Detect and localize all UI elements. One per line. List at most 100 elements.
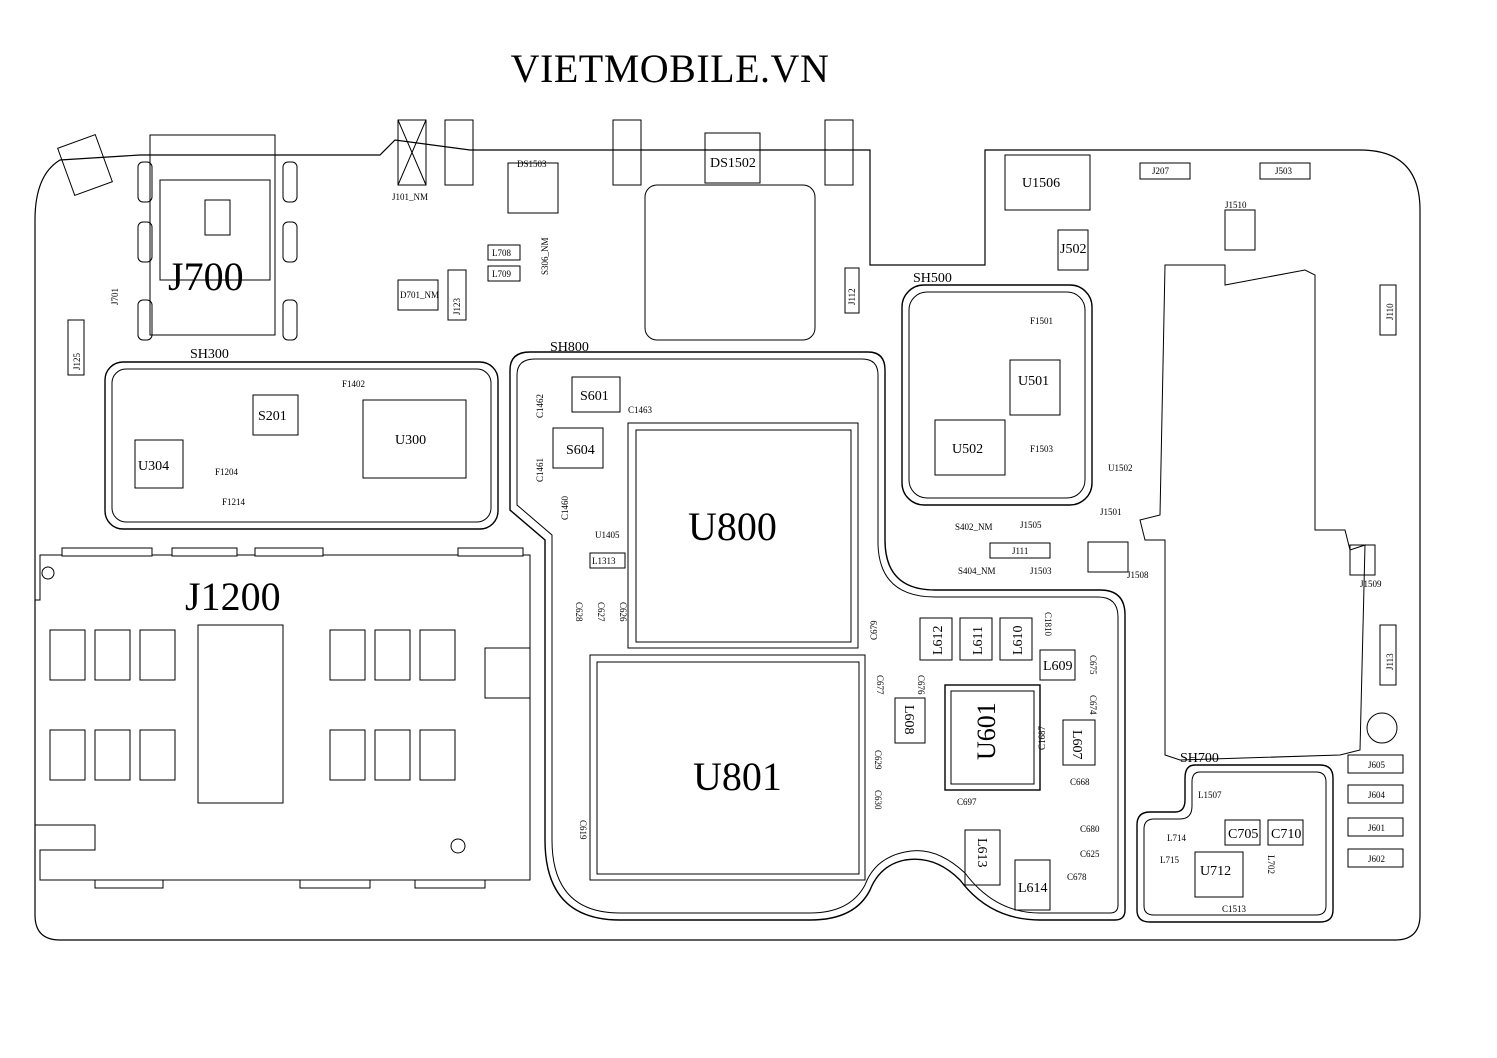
j602-label: J602	[1368, 854, 1385, 864]
u601-chip-inner	[950, 690, 1035, 785]
sh800-label: SH800	[550, 340, 589, 355]
j700-jack	[57, 134, 298, 341]
j207-label: J207	[1152, 166, 1170, 176]
j1200-tray	[34, 554, 531, 881]
c697-label: C697	[957, 797, 977, 807]
u800-chip-inner	[635, 429, 852, 643]
c627-label: C627	[596, 602, 606, 622]
s601-chip	[571, 376, 621, 413]
c679-label: C679	[869, 620, 879, 640]
c619-label: C619	[578, 820, 588, 840]
sh700-label: SH700	[1180, 751, 1219, 766]
c668-label: C668	[1070, 777, 1090, 787]
l610-label: L610	[1011, 625, 1026, 655]
f1503-label: F1503	[1030, 444, 1054, 454]
l708-label: L708	[492, 248, 511, 258]
l714-label: L714	[1167, 833, 1186, 843]
c710-label: C710	[1271, 827, 1301, 842]
j1200-contacts	[41, 566, 531, 854]
u712-chip	[1194, 851, 1244, 898]
l715-label: L715	[1160, 855, 1179, 865]
l708-pad	[487, 244, 521, 261]
c674-label: C674	[1088, 695, 1098, 715]
sh800-shield-outer	[509, 351, 1126, 921]
l1313-pad	[589, 552, 626, 569]
j111-pad	[989, 542, 1051, 559]
j110-label: J110	[1385, 303, 1395, 320]
u801-label: U801	[693, 754, 782, 799]
d701-pad	[397, 279, 439, 311]
sh700-shield-inner	[1143, 771, 1327, 916]
l607-label: L607	[1069, 730, 1084, 760]
page-title: VIETMOBILE.VN	[511, 46, 830, 91]
s201-chip	[252, 394, 299, 436]
u801-chip-outer	[589, 654, 866, 881]
top-connectors	[397, 119, 1091, 341]
c630-label: C630	[873, 790, 883, 810]
c677-label: C677	[875, 675, 885, 695]
board-cutout	[1139, 264, 1366, 761]
c675-label: C675	[1088, 655, 1098, 675]
l612-label: L612	[931, 625, 946, 655]
ds1503-label: DS1503	[517, 159, 547, 169]
j101-label: J101_NM	[392, 192, 428, 202]
c626-label: C626	[618, 602, 628, 622]
s404-label: S404_NM	[958, 566, 996, 576]
j503-label: J503	[1275, 166, 1293, 176]
s201-label: S201	[258, 409, 287, 424]
d701-label: D701_NM	[400, 290, 439, 300]
s601-label: S601	[580, 389, 609, 404]
u304-chip	[134, 439, 184, 489]
u800-label: U800	[688, 504, 777, 549]
l609-label: L609	[1043, 659, 1073, 674]
j605-label: J605	[1368, 760, 1386, 770]
j700-label: J700	[168, 254, 244, 299]
j112-label: J112	[847, 288, 857, 305]
u501-label: U501	[1018, 374, 1049, 389]
j113-label: J113	[1385, 653, 1395, 670]
ds1502-label: DS1502	[710, 156, 756, 171]
s604-chip	[552, 427, 604, 469]
inductor-pads	[894, 617, 1096, 911]
f1402-label: F1402	[342, 379, 365, 389]
u801-chip-inner	[596, 661, 860, 875]
l1313-label: L1313	[592, 556, 616, 566]
c680-label: C680	[1080, 824, 1100, 834]
s306-label: S306_NM	[540, 237, 550, 275]
c1687-label: C1687	[1037, 725, 1047, 750]
j123-label: J123	[452, 297, 462, 315]
u300-chip	[362, 399, 467, 479]
f1214-label: F1214	[222, 497, 246, 507]
c628-label: C628	[574, 602, 584, 622]
c678-label: C678	[1067, 872, 1087, 882]
l608-label: L608	[901, 705, 916, 735]
l611-label: L611	[971, 626, 986, 655]
c1462-label: C1462	[535, 394, 545, 418]
l709-pad	[487, 265, 521, 282]
u1405-label: U1405	[595, 530, 620, 540]
l702-label: L702	[1266, 855, 1276, 874]
j1508-label: J1508	[1127, 570, 1149, 580]
sh500-label: SH500	[913, 271, 952, 286]
sh300-shield-inner	[111, 368, 492, 523]
sh700-shield-outer	[1136, 764, 1334, 923]
f1204-label: F1204	[215, 467, 239, 477]
c625-label: C625	[1080, 849, 1100, 859]
u800-chip-outer	[627, 422, 859, 649]
sh300-label: SH300	[190, 347, 229, 362]
j604-label: J604	[1368, 790, 1386, 800]
c676-label: C676	[916, 675, 926, 695]
u601-chip	[944, 684, 1041, 791]
sh500-shield-outer	[901, 284, 1093, 506]
j701-label: J701	[110, 288, 120, 305]
j1200-label: J1200	[185, 574, 281, 619]
c710-pad	[1267, 819, 1304, 846]
j1509-label: J1509	[1360, 579, 1382, 589]
j1509-pad	[1349, 544, 1376, 576]
u1502-label: U1502	[1108, 463, 1133, 473]
f1501-label: F1501	[1030, 316, 1053, 326]
l613-label: L613	[974, 838, 989, 868]
c705-pad	[1224, 819, 1261, 846]
u502-label: U502	[952, 442, 983, 457]
c1460-label: C1460	[560, 495, 570, 520]
